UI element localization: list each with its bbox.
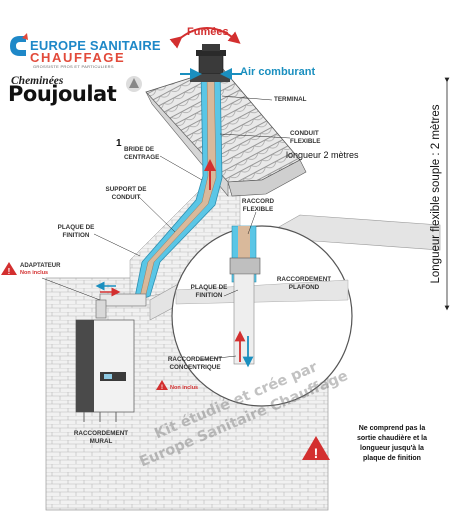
exclusion-note: Ne comprend pas la sortie chaudière et l… [338,424,446,464]
note-line2: sortie chaudière et la [356,435,428,442]
detail-circle [171,225,353,407]
brand-tagline: GROSSISTE PROS ET PARTICULIERS [33,64,114,69]
fumees-arrow [169,27,241,49]
partner-name-line2: Poujoulat [8,82,117,106]
svg-text:!: ! [161,385,163,391]
note-line1: Ne comprend pas la [358,425,426,432]
raccordement-mural-label: RACCORDEMENT MURAL [73,430,129,445]
brand-logo-icon [10,33,28,56]
warning-triangle-icon: ! [302,436,330,461]
raccordement-plafond-label: RACCORDEMENT PLAFOND [276,276,332,291]
length-2m-label: longueur 2 mètres [286,150,359,160]
partner-name-line1: Cheminées [11,75,64,87]
bride-number: 1 [116,138,122,149]
note-line3: longueur jusqu'à la [360,445,424,452]
conduit-flexible-label: CONDUIT FLEXIBLE [290,130,321,145]
svg-text:!: ! [8,267,11,276]
raccordement-concentrique-label: RACCORDEMENT CONCENTRIQUE [167,356,223,371]
concentrique-non-inclus: Non inclus [170,385,199,391]
chimney-terminal [190,44,230,82]
svg-text:!: ! [314,445,319,461]
adaptateur-non-inclus: Non inclus [20,270,49,276]
boiler [75,319,135,422]
brand-name-line2: CHAUFFAGE [30,50,126,65]
air-comburant-label: Air comburant [240,66,316,78]
chimney-icon [126,76,142,92]
flue-duct [95,69,223,319]
side-length-text-content: Longueur flexible souple : 2 mètres [430,104,442,284]
ceiling-slab [149,214,441,321]
note-line4: plaque de finition [363,455,421,462]
support-label: SUPPORT DE CONDUIT [105,186,147,201]
plaque-finition-detail-label: PLAQUE DE FINITION [190,284,228,299]
leader-lines [41,95,291,361]
warning-triangle-icon: ! [1,262,17,276]
plaque-finition-label: PLAQUE DE FINITION [57,224,95,239]
warning-triangle-icon: ! [156,380,168,391]
bride-label: BRIDE DE CENTRAGE [124,146,160,161]
brand-name-line1: EUROPE SANITAIRE [30,38,161,53]
roof [145,67,307,197]
raccord-flexible-label: RACCORD FLEXIBLE [241,198,275,213]
terminal-label: TERMINAL [274,96,307,103]
adaptateur-label: ADAPTATEUR [20,263,61,269]
fumees-label: Fumées [187,26,229,38]
